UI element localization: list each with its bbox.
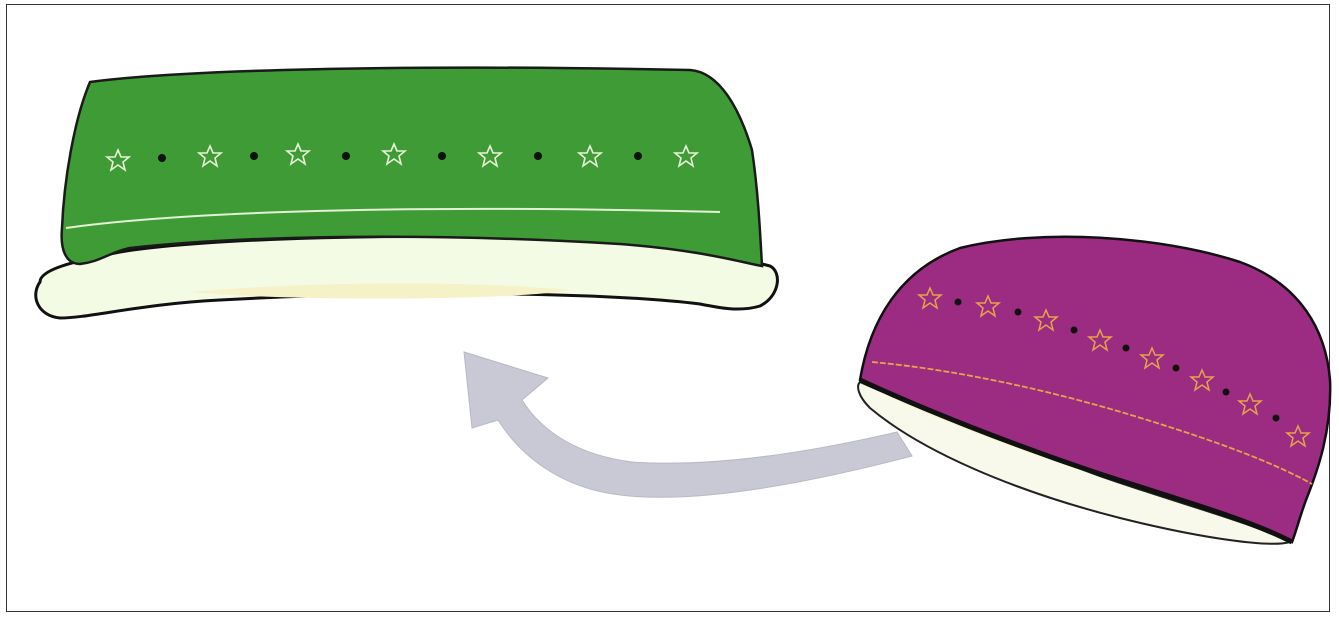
arrow-body [463,351,913,498]
purple-headband [857,235,1332,545]
green-headband-body [60,66,764,268]
green-headband-stitch [65,207,721,229]
dot-icon [158,154,166,162]
dot-icon [534,152,542,160]
dot-icon [1014,308,1022,316]
green-headband-dots [158,152,642,162]
dot-icon [1222,388,1230,396]
dot-icon [1172,364,1180,372]
dot-icon [1272,414,1280,422]
purple-headband-dots [954,298,1280,422]
dot-icon [954,298,962,306]
purple-headband-stitch [871,361,1313,485]
green-headband [34,66,779,320]
purple-headband-edge [858,377,1294,545]
dot-icon [634,152,642,160]
dot-icon [342,152,350,160]
dot-icon [1070,326,1078,334]
transition-arrow [463,351,913,498]
green-headband-inner-shadow [190,283,570,299]
dot-icon [250,152,258,160]
dot-icon [438,152,446,160]
dot-icon [1122,344,1130,352]
